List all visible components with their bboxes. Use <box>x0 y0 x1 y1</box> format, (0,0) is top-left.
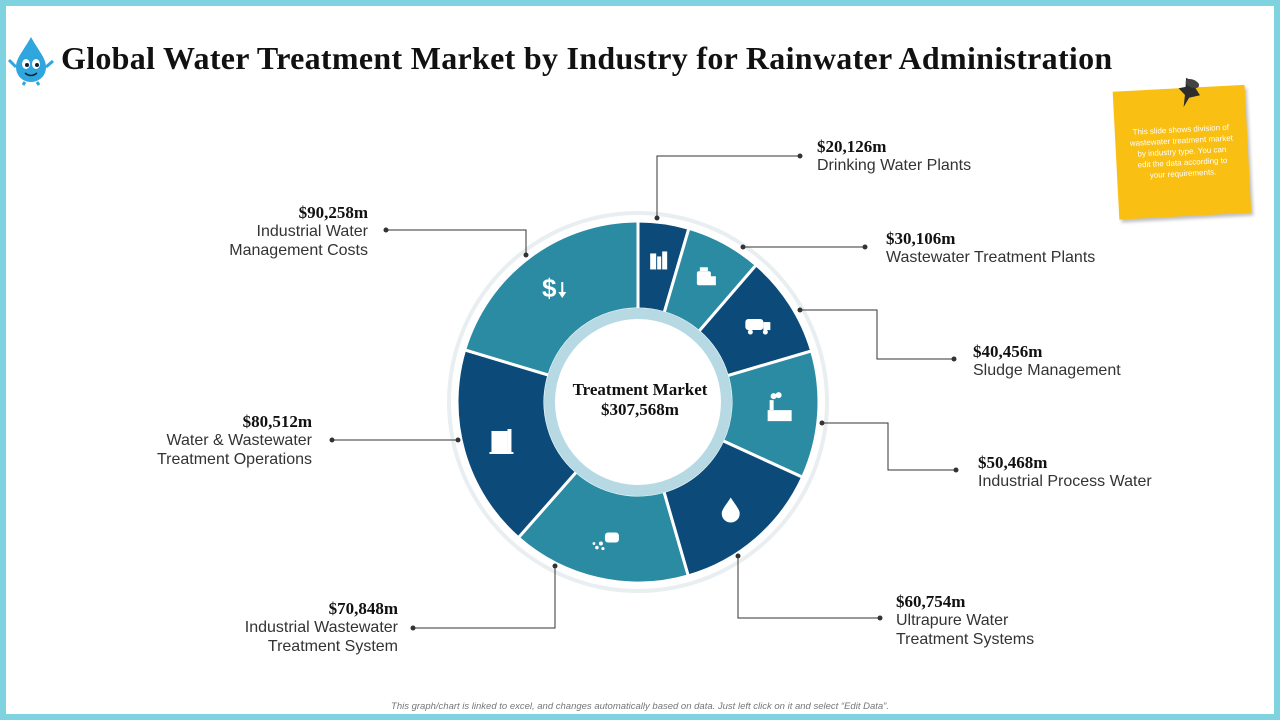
leader-dot-end-6 <box>410 625 416 631</box>
label-value: $60,754m <box>896 592 966 611</box>
label-value: $70,848m <box>328 599 398 618</box>
center-title: Treatment Market <box>572 380 708 399</box>
garbage-truck-icon <box>745 319 771 335</box>
leader-dot-end-3 <box>951 356 957 362</box>
label-name: Ultrapure Water Treatment Systems <box>896 612 1035 648</box>
leader-dot-start-8 <box>523 252 529 258</box>
leader-dot-start-7 <box>455 437 461 443</box>
leader-dot-end-4 <box>953 467 959 473</box>
label-drinking-water-plants: $20,126m Drinking Water Plants <box>817 137 971 175</box>
label-name: Sludge Management <box>973 362 1121 379</box>
leader-line-4 <box>822 422 956 471</box>
water-drop-mascot-icon <box>7 37 54 86</box>
label-industrial-wastewater: $70,848m Industrial Wastewater Treatment… <box>210 599 398 656</box>
sticky-note: This slide shows division of wastewater … <box>1112 77 1260 221</box>
leader-line-5 <box>737 556 880 619</box>
page-title: Global Water Treatment Market by Industr… <box>61 40 1113 76</box>
label-name: Industrial Wastewater Treatment System <box>244 619 398 655</box>
donut-hole <box>555 319 721 485</box>
center-value: $307,568m <box>601 400 679 419</box>
dollar-down-icon: $ <box>542 273 567 303</box>
leader-dot-start-3 <box>797 307 803 313</box>
leader-dot-end-7 <box>329 437 335 443</box>
leader-dot-start-5 <box>735 553 741 559</box>
label-ultrapure-water: $60,754m Ultrapure Water Treatment Syste… <box>896 592 1034 649</box>
label-name: Wastewater Treatment Plants <box>886 249 1096 266</box>
chart-footer-note: This graph/chart is linked to excel, and… <box>391 701 889 712</box>
push-pin-icon <box>1178 77 1200 108</box>
leader-line-6 <box>413 566 556 629</box>
storage-tank-icon <box>489 428 514 454</box>
leader-dot-end-1 <box>797 153 803 159</box>
leader-dot-start-4 <box>819 420 825 426</box>
label-water-wastewater-operations: $80,512m Water & Wastewater Treatment Op… <box>124 412 312 469</box>
factory-icon <box>767 392 792 422</box>
label-value: $30,106m <box>886 229 956 248</box>
sticky-note-text: This slide shows division of wastewater … <box>1129 122 1234 180</box>
water-drop-icon <box>721 497 740 523</box>
leader-dot-start-1 <box>654 215 660 221</box>
label-name: Drinking Water Plants <box>817 157 972 174</box>
city-buildings-icon <box>650 251 668 270</box>
label-value: $80,512m <box>242 412 312 431</box>
label-industrial-process-water: $50,468m Industrial Process Water <box>978 453 1152 491</box>
leader-dot-end-8 <box>383 227 389 233</box>
label-sludge-management: $40,456m Sludge Management <box>973 342 1121 380</box>
label-wastewater-treatment-plants: $30,106m Wastewater Treatment Plants <box>886 229 1095 267</box>
leader-dot-start-2 <box>740 244 746 250</box>
label-value: $90,258m <box>298 203 368 222</box>
label-name: Water & Wastewater Treatment Operations <box>156 432 312 468</box>
outflow-pipe-icon <box>592 532 619 551</box>
chart-center-label: Treatment Market $307,568m <box>540 380 740 420</box>
leader-dot-end-5 <box>877 615 883 621</box>
label-name: Industrial Process Water <box>978 473 1152 490</box>
svg-text:$: $ <box>542 273 557 303</box>
label-value: $20,126m <box>817 137 887 156</box>
leader-line-3 <box>800 309 954 360</box>
label-value: $50,468m <box>978 453 1048 472</box>
leader-line-8 <box>386 229 527 255</box>
leader-dot-end-2 <box>862 244 868 250</box>
water-tank-icon <box>696 267 716 286</box>
leader-dot-start-6 <box>552 563 558 569</box>
label-industrial-water-costs: $90,258m Industrial Water Management Cos… <box>180 203 368 260</box>
label-name: Industrial Water Management Costs <box>229 223 368 259</box>
label-value: $40,456m <box>973 342 1043 361</box>
leader-line-1 <box>656 155 800 218</box>
